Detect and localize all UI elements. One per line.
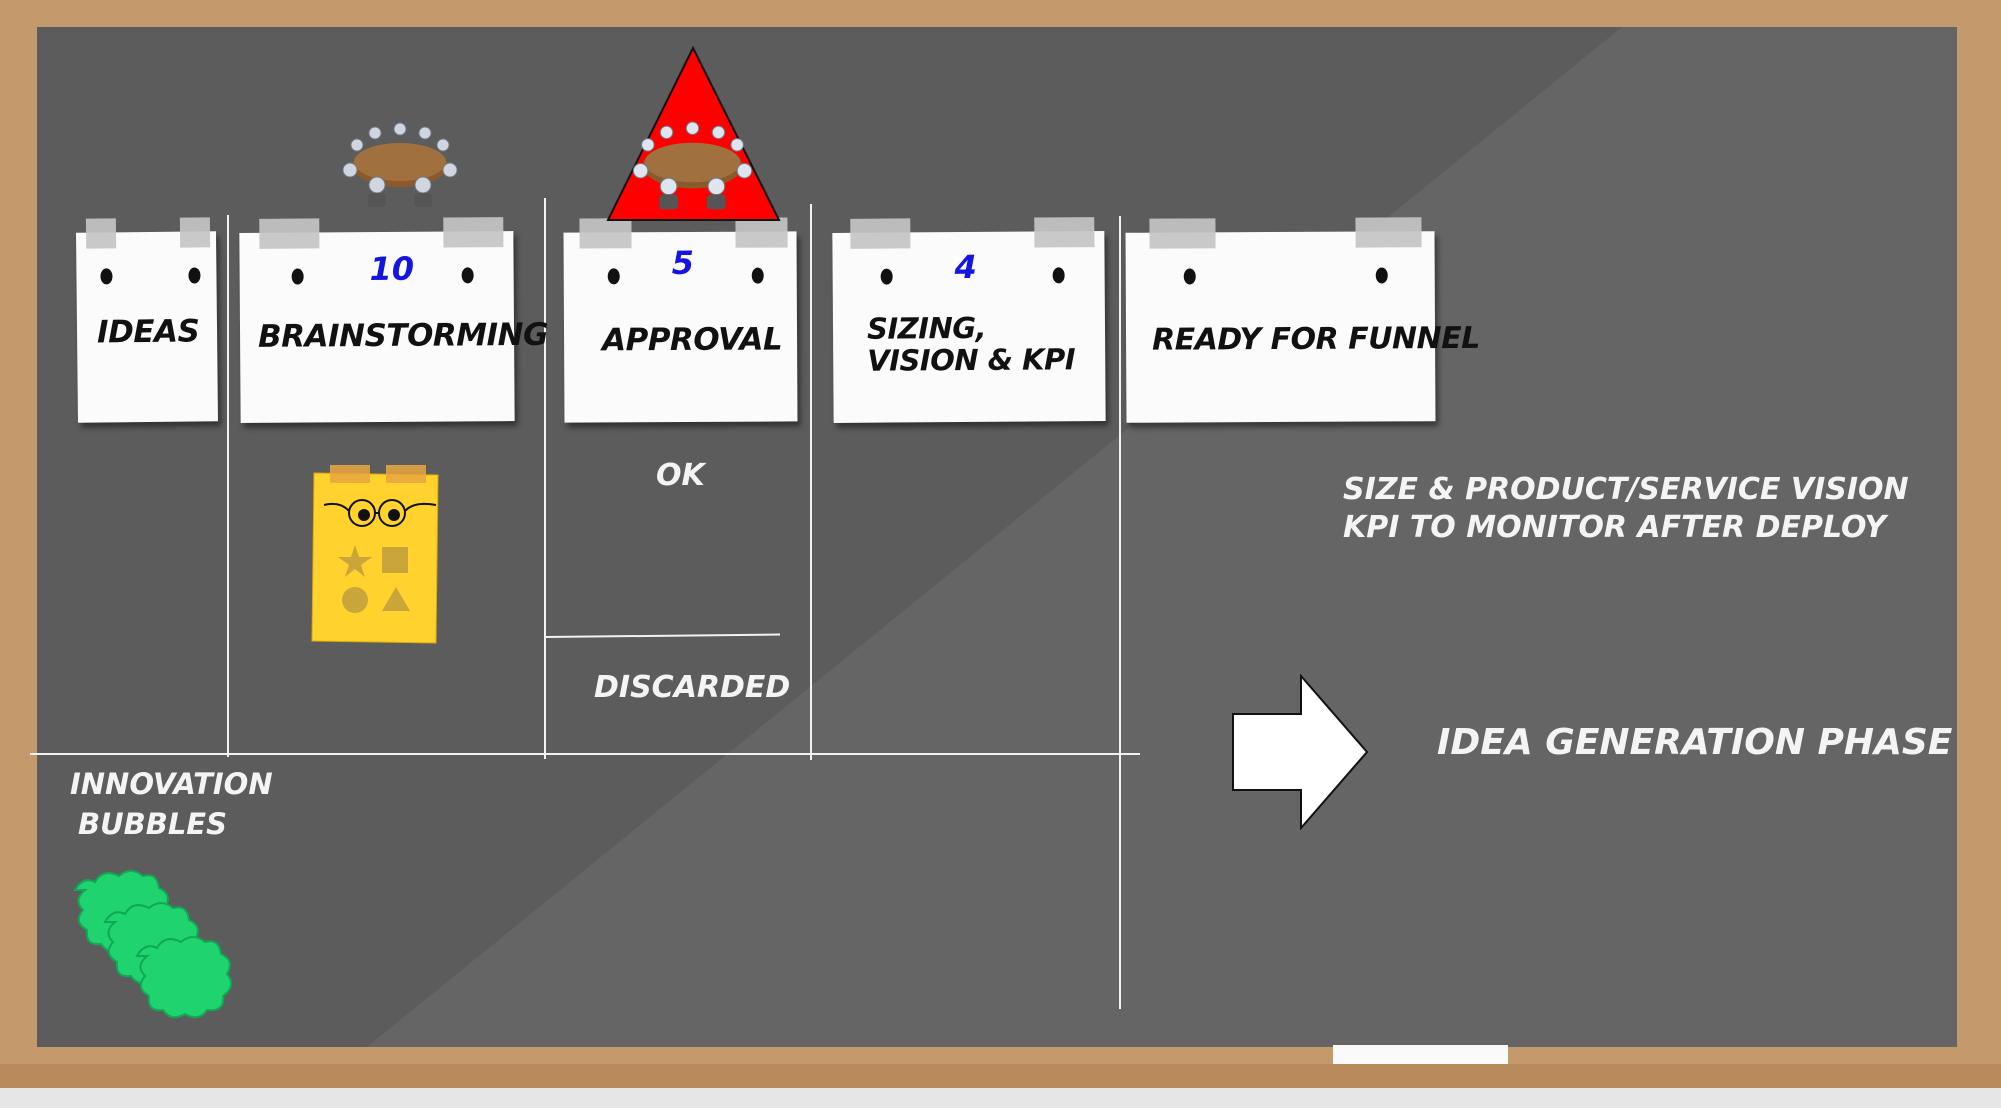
vision-line-2: KPI TO MONITOR AFTER DEPLOY <box>1343 510 1887 545</box>
green-bubbles-icon <box>73 870 233 1019</box>
pin-hole <box>880 268 893 285</box>
pin-hole <box>607 268 620 285</box>
item-count: 10 <box>369 249 415 289</box>
pin-hole <box>188 267 201 284</box>
vision-line-1: SIZE & PRODUCT/SERVICE VISION <box>1343 472 1909 507</box>
column-card-brainstorming[interactable]: 10 BRAINSTORMING <box>239 217 549 423</box>
column-title: IDEAS <box>96 313 200 351</box>
tape-strip <box>443 217 504 248</box>
chalkboard <box>37 27 1957 1047</box>
pin-hole <box>1052 267 1065 284</box>
pin-hole <box>1375 267 1388 284</box>
pin-hole <box>751 267 764 284</box>
column-card-ideas[interactable]: IDEAS <box>76 217 218 423</box>
chalk-line <box>30 753 1140 755</box>
tape-strip <box>1149 218 1216 249</box>
tape-strip <box>179 217 211 248</box>
tape-strip <box>1034 217 1095 248</box>
column-card-approval[interactable]: 5 APPROVAL <box>563 217 798 423</box>
tape-strip <box>85 218 117 249</box>
sticky-note-shapes-icon <box>311 465 439 644</box>
column-title: BRAINSTORMING <box>257 316 549 355</box>
meeting-table-icon <box>632 121 753 210</box>
column-title: READY FOR FUNNEL <box>1151 320 1480 358</box>
chalk-piece <box>1333 1045 1508 1064</box>
right-arrow-icon <box>1232 674 1369 830</box>
chalk-line <box>810 204 812 760</box>
item-count: 5 <box>671 243 695 283</box>
pin-hole <box>1183 268 1196 285</box>
pin-hole <box>291 268 304 285</box>
chalk-line <box>227 215 229 757</box>
phase-label: IDEA GENERATION PHASE <box>1437 722 1953 763</box>
pin-hole <box>461 267 474 284</box>
meeting-table-icon <box>342 122 458 207</box>
item-count: 4 <box>954 247 977 287</box>
chalk-line <box>1119 216 1121 1009</box>
chalk-line <box>544 198 546 759</box>
ok-label: OK <box>656 458 705 493</box>
tape-strip <box>259 218 320 249</box>
chalkboard-ledge <box>0 1064 2001 1088</box>
board-sheen <box>367 27 1957 1047</box>
discarded-label: DISCARDED <box>594 670 791 705</box>
column-title: SIZING, VISION & KPI <box>866 310 1076 378</box>
tape-strip <box>579 218 632 249</box>
tape-strip <box>1355 217 1422 248</box>
pin-hole <box>100 268 113 285</box>
column-card-sizing[interactable]: 4 SIZING, VISION & KPI <box>832 217 1106 423</box>
column-title: APPROVAL <box>601 321 783 359</box>
tape-strip <box>850 218 911 249</box>
column-card-ready-for-funnel[interactable]: READY FOR FUNNEL <box>1125 217 1480 423</box>
innovation-bubbles-label: INNOVATION BUBBLES <box>70 767 273 841</box>
